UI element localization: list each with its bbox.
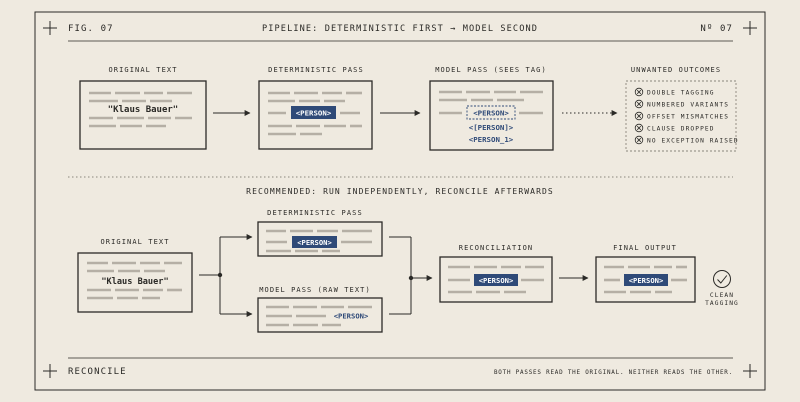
- unwanted-item: DOUBLE TAGGING: [647, 90, 715, 97]
- unwanted-item: NO EXCEPTION RAISED: [647, 138, 739, 145]
- top-deterministic-box: [258, 80, 373, 150]
- header-title: PIPELINE: DETERMINISTIC FIRST → MODEL SE…: [262, 24, 538, 34]
- reconciliation-label: RECONCILIATION: [459, 244, 533, 252]
- top-original-label: ORIGINAL TEXT: [108, 66, 177, 74]
- top-model-label: MODEL PASS (SEES TAG): [435, 66, 547, 74]
- bottom-deterministic-lines: [266, 229, 372, 253]
- top-original-box: [79, 80, 207, 150]
- figure-number: Nº 07: [700, 24, 733, 34]
- reconciliation-lines: [448, 265, 544, 294]
- recommended-caption: RECOMMENDED: RUN INDEPENDENTLY, RECONCIL…: [246, 187, 554, 196]
- top-deterministic-lines: [268, 91, 362, 136]
- bottom-original-lines: [87, 261, 182, 300]
- top-deterministic-tag: <PERSON>: [296, 109, 332, 118]
- reconciliation-tag-bg: [474, 274, 518, 286]
- x-circle-icon: [634, 123, 644, 133]
- corner-marks: [43, 21, 757, 378]
- footer-left: RECONCILE: [68, 367, 127, 377]
- top-model-tag-2: <[PERSON]>: [469, 123, 514, 132]
- top-model-tag-outline: [466, 105, 516, 120]
- footer-right: BOTH PASSES READ THE ORIGINAL. NEITHER R…: [494, 370, 733, 376]
- split-junction-dot: [217, 272, 223, 278]
- reconciliation-tag: <PERSON>: [479, 276, 514, 285]
- clean-tagging-line2: TAGGING: [705, 300, 739, 307]
- bottom-deterministic-tag: <PERSON>: [297, 238, 332, 247]
- unwanted-item: NUMBERED VARIANTS: [647, 102, 729, 109]
- top-original-name: "Klaus Bauer": [108, 105, 178, 115]
- unwanted-item: CLAUSE DROPPED: [647, 126, 715, 133]
- final-output-lines: [604, 265, 687, 294]
- top-model-tag-3: <PERSON_1>: [469, 135, 514, 144]
- bottom-model-box: [257, 297, 383, 333]
- final-output-tag-bg: [624, 274, 668, 286]
- top-deterministic-tag-bg: [291, 106, 336, 119]
- top-original-lines: [89, 91, 192, 128]
- x-circle-icon: [634, 135, 644, 145]
- bottom-model-label: MODEL PASS (RAW TEXT): [259, 286, 371, 294]
- x-circle-icon: [634, 99, 644, 109]
- top-model-tag-1: <PERSON>: [473, 109, 509, 118]
- outer-frame: [34, 11, 766, 391]
- final-output-tag: <PERSON>: [629, 276, 664, 285]
- figure-label: FIG. 07: [68, 24, 114, 34]
- bottom-model-lines: [266, 305, 372, 327]
- bottom-original-name: "Klaus Bauer": [101, 277, 168, 287]
- x-circle-icon: [634, 87, 644, 97]
- top-model-lines: [439, 90, 543, 115]
- bottom-deterministic-label: DETERMINISTIC PASS: [267, 209, 363, 217]
- bottom-model-tag: <PERSON>: [334, 312, 369, 321]
- unwanted-icons: [634, 87, 644, 145]
- merge-connector: [389, 236, 433, 315]
- unwanted-box: [625, 80, 737, 152]
- bottom-deterministic-box: [257, 221, 383, 257]
- top-model-box: [429, 80, 554, 151]
- split-connector: [199, 234, 253, 317]
- x-circle-icon: [634, 111, 644, 121]
- final-output-label: FINAL OUTPUT: [613, 244, 677, 252]
- bottom-original-box: [77, 252, 193, 313]
- bottom-original-label: ORIGINAL TEXT: [100, 238, 169, 246]
- bottom-deterministic-tag-bg: [292, 236, 337, 248]
- check-circle-icon: [713, 270, 731, 288]
- clean-tagging-line1: CLEAN: [710, 292, 734, 299]
- final-output-box: [595, 256, 696, 303]
- unwanted-item: OFFSET MISMATCHES: [647, 114, 729, 121]
- reconciliation-box: [439, 256, 553, 303]
- merge-junction-dot: [408, 275, 414, 281]
- unwanted-label: UNWANTED OUTCOMES: [631, 66, 721, 74]
- top-deterministic-label: DETERMINISTIC PASS: [268, 66, 364, 74]
